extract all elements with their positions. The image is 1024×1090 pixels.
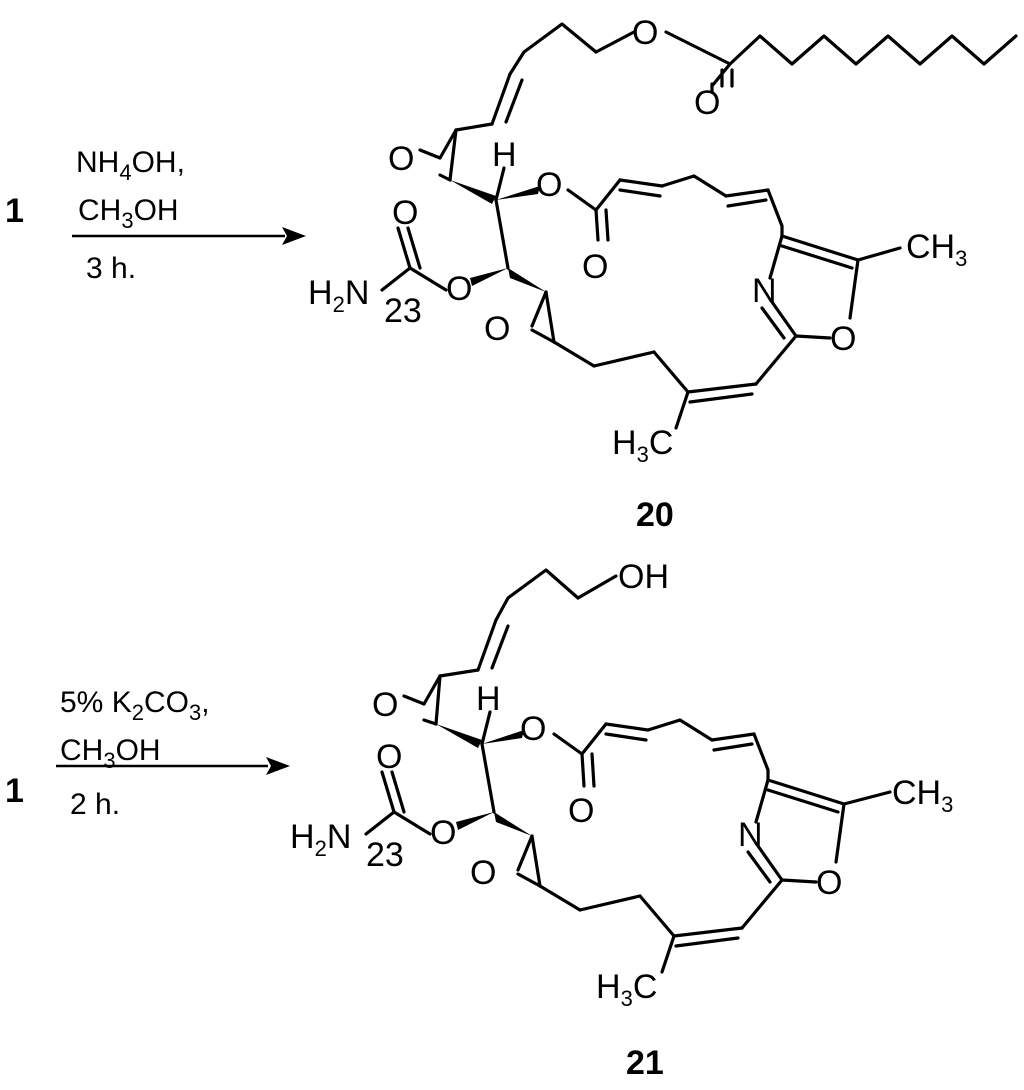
reaction-arrow-icon: [72, 227, 306, 245]
product-21-structure: OH O H O O H2N 23 O O O N O CH3 H3C: [290, 558, 953, 1011]
carbamate-oxygen: O: [430, 814, 456, 852]
hydroxyl-group: OH: [618, 558, 669, 596]
methyl-group-right: CH3: [892, 774, 953, 817]
product-21-label: 21: [626, 1044, 664, 1082]
ester-oxygen: O: [520, 710, 546, 748]
reaction-2: 1 5% K2CO3, CH3OH 2 h.: [5, 558, 953, 1082]
carbamate-carbonyl-oxygen: O: [376, 738, 402, 776]
side-ester-oxygen: O: [632, 14, 658, 52]
methyl-group-bottom: H3C: [612, 424, 673, 467]
reactant-2-label: 1: [5, 772, 24, 810]
oxazole-oxygen: O: [816, 864, 842, 902]
position-label: 23: [366, 836, 404, 874]
reaction-time-2: 2 h.: [70, 788, 120, 821]
lactone-carbonyl-oxygen: O: [582, 248, 608, 286]
reaction-1: 1 NH4OH, CH3OH 3 h.: [5, 14, 1018, 534]
reaction-2-conditions: 5% K2CO3, CH3OH 2 h.: [60, 686, 210, 821]
stereo-hydrogen: H: [492, 136, 517, 174]
carbamate-carbonyl-oxygen: O: [392, 194, 418, 232]
epoxide-oxygen-bottom: O: [484, 310, 510, 348]
product-20-label: 20: [636, 496, 674, 534]
ester-oxygen: O: [536, 166, 562, 204]
reaction-1-conditions: NH4OH, CH3OH 3 h.: [76, 146, 185, 285]
product-20-structure: O H O O H2N 23 O O O N O CH3 H3C O O: [308, 14, 1018, 467]
methyl-group-right: CH3: [906, 228, 967, 271]
side-carbonyl-oxygen: O: [694, 84, 720, 122]
oxazole-oxygen: O: [830, 320, 856, 358]
reaction-arrow-icon: [56, 757, 290, 775]
lactone-carbonyl-oxygen: O: [568, 792, 594, 830]
methyl-group-bottom: H3C: [596, 968, 657, 1011]
epoxide-oxygen-bottom: O: [470, 854, 496, 892]
carbamate-nitrogen: H2N: [308, 274, 369, 317]
carbamate-nitrogen: H2N: [290, 818, 351, 861]
oxazole-nitrogen: N: [752, 272, 777, 310]
stereo-hydrogen: H: [476, 680, 501, 718]
epoxide-oxygen-top: O: [388, 140, 414, 178]
carbamate-oxygen: O: [446, 270, 472, 308]
oxazole-nitrogen: N: [738, 816, 763, 854]
epoxide-oxygen-top: O: [372, 686, 398, 724]
reagent-potassium-carbonate: 5% K2CO3,: [60, 686, 210, 725]
reaction-time: 3 h.: [86, 252, 136, 285]
position-label: 23: [384, 292, 422, 330]
reactant-1-label: 1: [5, 192, 24, 230]
reagent-ammonium-hydroxide: NH4OH,: [76, 146, 185, 185]
reagent-methanol: CH3OH: [78, 194, 179, 233]
